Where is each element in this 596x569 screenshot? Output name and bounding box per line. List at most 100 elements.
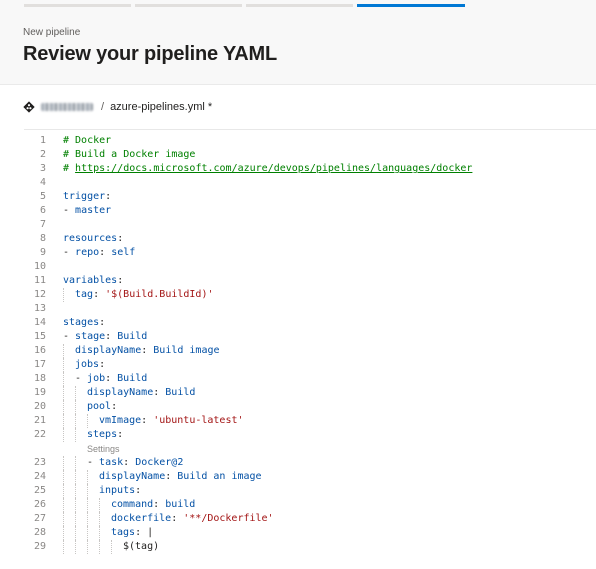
line-number: 18 (33, 373, 46, 384)
code-line[interactable]: 23- task: Docker@2 (24, 456, 584, 470)
code-token: : (153, 499, 166, 510)
indent-guide (63, 386, 75, 400)
code-line[interactable]: 5 trigger: (24, 190, 584, 204)
code-line[interactable]: 4 (24, 176, 584, 190)
wizard-step-review-active (357, 4, 465, 7)
line-number: 28 (33, 527, 46, 538)
code-line[interactable]: 3# https://docs.microsoft.com/azure/devo… (24, 162, 584, 176)
indent-guide (75, 428, 87, 442)
task-settings-link[interactable]: Settings (87, 444, 120, 454)
code-token: Build (117, 331, 148, 342)
code-line[interactable]: 13 (24, 302, 584, 316)
repo-name-blurred[interactable] (41, 103, 93, 111)
path-separator: / (101, 101, 105, 113)
code-token: https://docs.microsoft.com/azure/devops/… (75, 163, 473, 174)
line-number: 17 (33, 359, 46, 370)
code-text: displayName: Build (63, 386, 195, 400)
indent-guide (63, 498, 75, 512)
indent-guide (63, 456, 75, 470)
code-token: : (141, 415, 154, 426)
code-token: Docker@2 (135, 457, 184, 468)
code-line[interactable]: 25 inputs: (24, 484, 584, 498)
code-token: self (111, 247, 136, 258)
code-line[interactable]: 7 (24, 218, 584, 232)
code-text: inputs: (63, 484, 141, 498)
code-token: variables (63, 275, 118, 286)
code-text: steps: (63, 428, 123, 442)
code-token: : (99, 247, 112, 258)
code-line[interactable]: 22 steps: (24, 428, 584, 442)
code-token: : (99, 317, 106, 328)
line-number: 22 (33, 429, 46, 440)
line-number: 5 (39, 191, 46, 202)
indent-guide (87, 484, 99, 498)
code-line[interactable]: 1# Docker (24, 134, 584, 148)
indent-guide (63, 540, 75, 554)
code-line[interactable]: 2 # Build a Docker image (24, 148, 584, 162)
code-line[interactable]: 9- repo: self (24, 246, 584, 260)
code-token: 'ubuntu-latest' (153, 415, 244, 426)
code-token: steps (87, 429, 118, 440)
code-token: # Docker (63, 135, 112, 146)
code-token: trigger (63, 191, 106, 202)
code-line[interactable]: 6- master (24, 204, 584, 218)
code-line[interactable]: 15- stage: Build (24, 330, 584, 344)
code-token: inputs (99, 485, 136, 496)
code-token: Build (165, 387, 196, 398)
code-text: displayName: Build image (63, 344, 220, 358)
code-token: : (105, 373, 118, 384)
code-line[interactable]: 10 (24, 260, 584, 274)
code-token: Build image (153, 345, 220, 356)
indent-guide (63, 288, 75, 302)
code-token: displayName (99, 471, 166, 482)
code-token: Build (117, 373, 148, 384)
file-path-bar: / azure-pipelines.yml * (23, 98, 212, 116)
code-text: displayName: Build an image (63, 470, 262, 484)
indent-guide (75, 414, 87, 428)
line-number: 2 (39, 149, 46, 160)
code-token: '$(Build.BuildId)' (105, 289, 214, 300)
code-token: # (63, 163, 76, 174)
code-text: $(tag) (63, 540, 159, 554)
breadcrumb: New pipeline (23, 27, 81, 38)
code-text: trigger: (63, 190, 111, 204)
code-token: build (165, 499, 196, 510)
code-token: Build an image (177, 471, 262, 482)
indent-guide (75, 470, 87, 484)
code-text: - stage: Build (63, 330, 147, 344)
code-text: resources: (63, 232, 123, 246)
indent-guide (63, 414, 75, 428)
wizard-step-configure (246, 4, 353, 7)
line-number: 21 (33, 415, 46, 426)
line-number: 25 (33, 485, 46, 496)
indent-guide (87, 526, 99, 540)
indent-guide (99, 540, 111, 554)
code-token: # Build a Docker image (63, 149, 196, 160)
indent-guide (111, 540, 123, 554)
page-header: New pipeline Review your pipeline YAML (0, 10, 596, 85)
indent-guide (87, 540, 99, 554)
code-line[interactable]: 29$(tag) (24, 540, 584, 554)
code-token: : (105, 191, 112, 202)
code-line[interactable]: 18- job: Build (24, 372, 584, 386)
code-token: master (75, 205, 112, 216)
code-token: task (99, 457, 124, 468)
indent-guide (63, 512, 75, 526)
code-token: : (135, 485, 142, 496)
indent-guide (99, 512, 111, 526)
code-token: : (117, 429, 124, 440)
